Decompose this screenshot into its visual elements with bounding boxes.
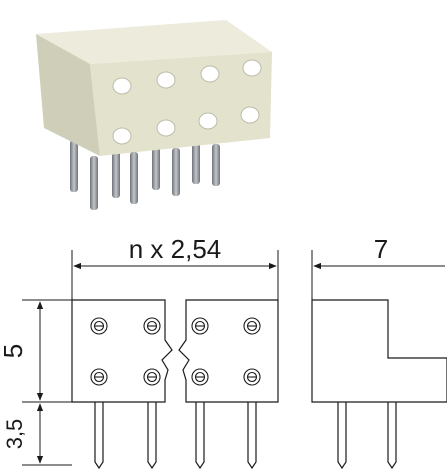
connector-body-front xyxy=(90,52,272,156)
front-body-left xyxy=(71,299,173,403)
pins-front xyxy=(90,144,220,210)
connector-body-side xyxy=(36,34,100,156)
socket-holes-top-row xyxy=(112,59,262,95)
body-height-dimension-label: 5 xyxy=(0,344,28,358)
side-pin-2 xyxy=(387,402,397,470)
side-view-drawing xyxy=(311,250,447,470)
front-view-drawing xyxy=(22,250,279,470)
width-dimension-label: n x 2,54 xyxy=(129,234,222,264)
side-pin-1 xyxy=(337,402,347,470)
side-body-outline xyxy=(311,299,447,403)
socket-holes-bottom-row xyxy=(112,106,260,145)
front-view-pins xyxy=(94,402,257,470)
connector-body-top xyxy=(36,20,272,64)
connector-3d-view xyxy=(36,20,272,210)
front-body-right xyxy=(178,299,279,403)
pin-length-dimension-label: 3,5 xyxy=(2,419,27,450)
front-view-contacts xyxy=(90,317,261,386)
depth-dimension-label: 7 xyxy=(374,234,388,264)
